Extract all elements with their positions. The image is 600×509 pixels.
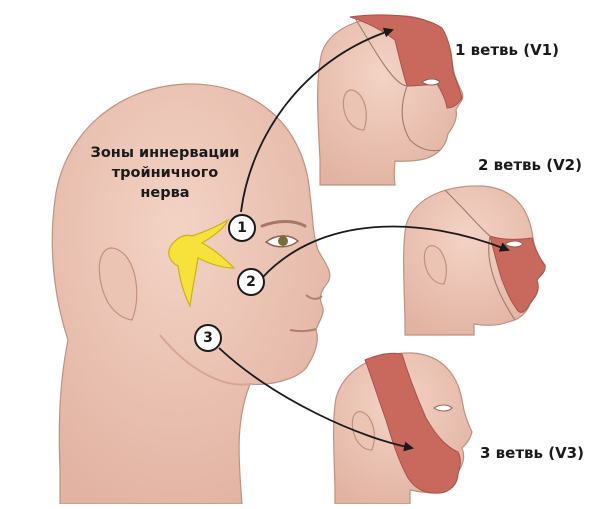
main-head-jawline xyxy=(159,334,251,386)
main-head-ear xyxy=(98,247,138,321)
head-v3-ear xyxy=(351,411,375,451)
head-v1-eye xyxy=(421,78,441,86)
head-v3-eye xyxy=(433,404,453,412)
branch-label-v2: 2 ветвь (V2) xyxy=(478,156,582,174)
head-v2 xyxy=(403,185,546,336)
head-v3 xyxy=(333,352,473,505)
arrow-v2 xyxy=(261,225,510,279)
arrow-v3 xyxy=(218,347,414,452)
diagram-title: Зоны иннервации тройничного нерва xyxy=(60,143,270,203)
title-line-3: нерва xyxy=(140,185,190,201)
branch-label-v3: 3 ветвь (V3) xyxy=(480,444,584,462)
main-head-iris xyxy=(278,236,288,246)
head-v1-zone xyxy=(349,14,463,109)
title-line-2: тройничного xyxy=(111,165,219,181)
main-head-eyebrow xyxy=(260,220,307,228)
main-head-nostril xyxy=(305,294,323,300)
head-v3-zone xyxy=(364,352,461,494)
arrow-v1 xyxy=(240,27,394,213)
branch-number-2: 2 xyxy=(237,268,265,296)
trigeminal-nerve xyxy=(168,218,236,309)
branch-label-v1: 1 ветвь (V1) xyxy=(455,41,559,59)
head-v1-division-lines xyxy=(354,17,441,152)
branch-number-3: 3 xyxy=(194,324,222,352)
head-v1 xyxy=(317,14,464,186)
branch-number-1: 1 xyxy=(228,214,256,242)
main-head-mouth xyxy=(289,328,317,333)
head-v1-ear xyxy=(342,89,367,131)
title-line-1: Зоны иннервации xyxy=(90,145,240,161)
head-v2-zone xyxy=(489,235,546,313)
head-v2-ear xyxy=(423,245,447,285)
